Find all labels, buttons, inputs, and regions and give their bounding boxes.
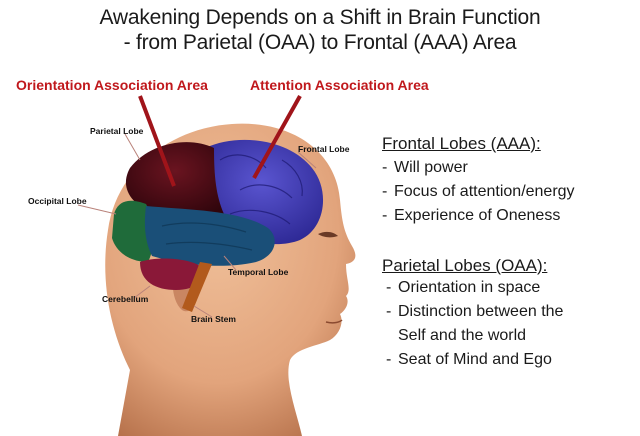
list-item: -Seat of Mind and Ego — [386, 348, 563, 372]
cerebellum-label: Cerebellum — [102, 294, 148, 304]
list-item: Self and the world — [386, 324, 563, 348]
occipital-lobe-label: Occipital Lobe — [28, 196, 87, 206]
orientation-association-area-label: Orientation Association Area — [16, 77, 208, 93]
parietal-lobes-heading: Parietal Lobes (OAA): — [382, 256, 547, 276]
list-item: -Experience of Oneness — [382, 204, 575, 228]
brain-stem-label: Brain Stem — [191, 314, 236, 324]
list-item: -Focus of attention/energy — [382, 180, 575, 204]
parietal-lobe-label: Parietal Lobe — [90, 126, 143, 136]
frontal-lobes-list: -Will power -Focus of attention/energy -… — [382, 156, 575, 228]
title-line-1: Awakening Depends on a Shift in Brain Fu… — [0, 6, 640, 30]
list-item: -Orientation in space — [386, 276, 563, 300]
frontal-lobes-heading: Frontal Lobes (AAA): — [382, 134, 541, 154]
list-item: -Will power — [382, 156, 575, 180]
temporal-lobe-label: Temporal Lobe — [228, 267, 288, 277]
list-item: -Distinction between the — [386, 300, 563, 324]
parietal-lobes-list: -Orientation in space -Distinction betwe… — [386, 276, 563, 372]
attention-association-area-label: Attention Association Area — [250, 77, 429, 93]
title-line-2: - from Parietal (OAA) to Frontal (AAA) A… — [0, 31, 640, 55]
frontal-lobe-label: Frontal Lobe — [298, 144, 349, 154]
